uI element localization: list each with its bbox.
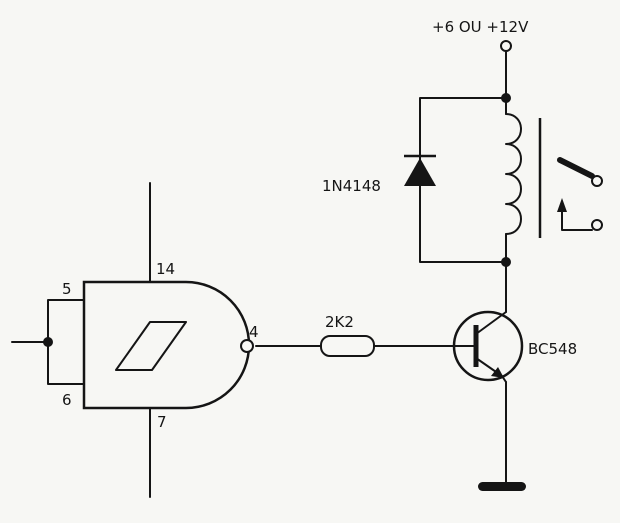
transistor-collector — [475, 311, 507, 335]
pin-in-a-label: 5 — [62, 280, 72, 298]
nand-gate-body — [82, 280, 251, 410]
diode-label: 1N4148 — [322, 177, 381, 195]
transistor-label: BC548 — [528, 340, 577, 358]
relay-arrow-icon — [557, 198, 567, 212]
resistor — [320, 335, 375, 357]
pin-in-b-label: 6 — [62, 391, 72, 409]
schmitt-trigger-symbol — [115, 321, 187, 371]
tied-inputs-wire — [47, 299, 85, 385]
emitter-arrow-icon — [491, 367, 504, 378]
gate-output-bubble — [240, 339, 254, 353]
diode-triangle — [404, 158, 436, 186]
diode-branch-wire — [419, 97, 507, 263]
pin-gnd-label: 7 — [157, 413, 167, 431]
input-junction — [43, 337, 53, 347]
emitter-link — [501, 375, 507, 383]
pin-out-label: 4 — [249, 323, 259, 341]
pin-vcc-label: 14 — [156, 260, 175, 278]
relay-switch-arm — [557, 157, 595, 179]
supply-label: +6 OU +12V — [432, 18, 529, 36]
junction-bottom — [501, 257, 511, 267]
resistor-label: 2K2 — [325, 313, 354, 331]
junction-top — [501, 93, 511, 103]
supply-terminal — [500, 40, 512, 52]
ground-symbol — [478, 482, 526, 491]
relay-coil — [505, 113, 522, 235]
relay-contact-top — [591, 175, 603, 187]
relay-contact-bottom — [591, 219, 603, 231]
relay-contact-lead — [561, 211, 593, 231]
